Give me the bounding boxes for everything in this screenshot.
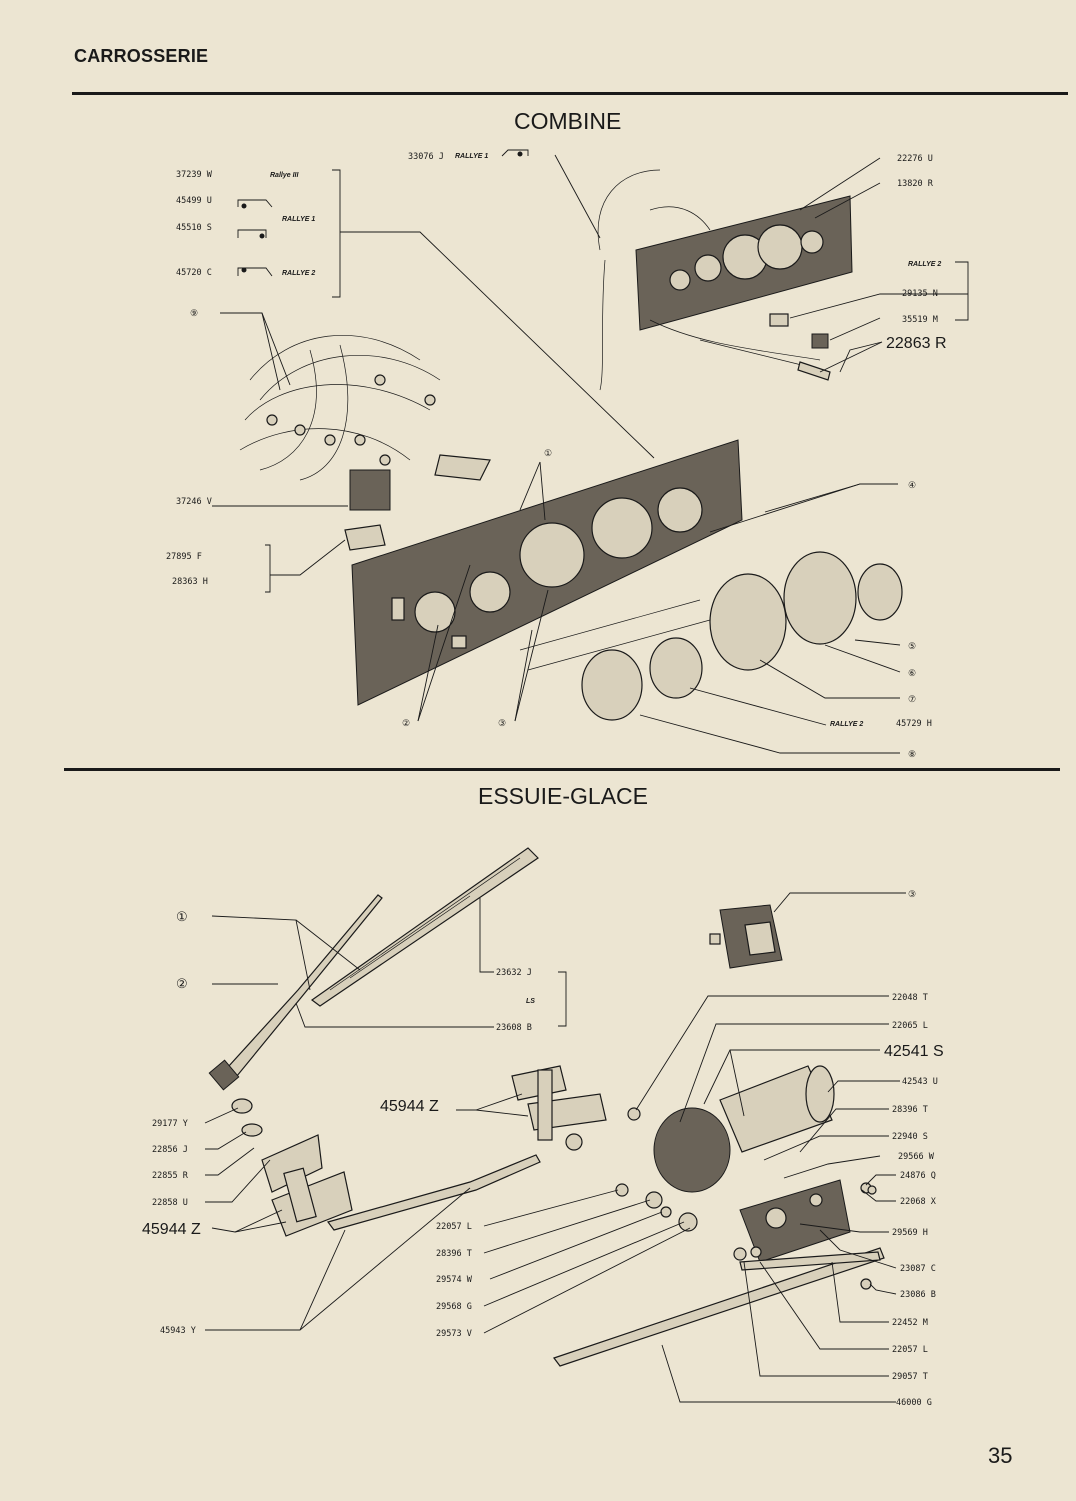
label-29135: 29135 N <box>902 289 938 299</box>
crank-rod <box>553 1247 885 1367</box>
label-45943: 45943 Y <box>160 1326 196 1336</box>
label-22048: 22048 T <box>892 993 928 1003</box>
callout-2: ② <box>402 718 410 728</box>
label-22452: 22452 M <box>892 1318 928 1328</box>
tag-ls: LS <box>526 998 535 1005</box>
label-29566: 29566 W <box>898 1152 935 1162</box>
callout-4: ④ <box>908 480 916 490</box>
instrument-panel <box>351 439 743 706</box>
label-29177: 29177 Y <box>152 1119 188 1129</box>
tag-rallye2-b: RALLYE 2 <box>908 261 941 268</box>
spindle-right <box>511 1065 607 1151</box>
label-22858: 22858 U <box>152 1198 188 1208</box>
wiper-callout-1: ① <box>176 909 188 924</box>
label-22863: 22863 R <box>886 335 947 352</box>
wiper-callout-3: ③ <box>908 889 916 899</box>
label-37239: 37239 W <box>176 170 213 180</box>
tag-rallye2-c: RALLYE 2 <box>830 721 863 728</box>
wiper-callout-2: ② <box>176 976 188 991</box>
label-24876: 24876 Q <box>900 1171 936 1181</box>
callout-3: ③ <box>498 718 506 728</box>
combine-title: COMBINE <box>514 108 622 134</box>
label-22057b: 22057 L <box>436 1222 472 1232</box>
label-29569: 29569 H <box>892 1228 928 1238</box>
label-45729: 45729 H <box>896 719 932 729</box>
label-23087: 23087 C <box>900 1264 936 1274</box>
label-22855: 22855 R <box>152 1171 189 1181</box>
label-22940: 22940 S <box>892 1132 928 1142</box>
wiper-labels: ① ② ③ 23632 J LS 23608 B 22048 T 22065 L… <box>142 889 944 1408</box>
label-29568: 29568 G <box>436 1302 472 1312</box>
spindle-left <box>231 1098 353 1237</box>
label-37246: 37246 V <box>176 497 212 507</box>
tag-rallye1-b: RALLYE 1 <box>282 216 315 223</box>
label-27895: 27895 F <box>166 552 202 562</box>
label-45944a: 45944 Z <box>142 1221 201 1238</box>
section-divider <box>64 768 1060 771</box>
label-28396a: 28396 T <box>892 1105 928 1115</box>
wiper-switch <box>709 904 783 969</box>
wiper-motor <box>627 1065 835 1193</box>
combine-leaders <box>212 154 969 754</box>
essuie-title: ESSUIE-GLACE <box>478 783 648 809</box>
callout-5: ⑤ <box>908 641 916 651</box>
motor-bracket <box>739 1179 872 1263</box>
switch-icons <box>237 149 529 277</box>
label-33076: 33076 J <box>408 152 444 162</box>
label-22057a: 22057 L <box>892 1345 928 1355</box>
callout-9: ⑨ <box>190 308 198 318</box>
wiring-harness <box>239 335 491 551</box>
tag-rallye2-a: RALLYE 2 <box>282 270 315 277</box>
label-22276: 22276 U <box>897 154 933 164</box>
combine-diagram <box>237 149 903 721</box>
label-13820: 13820 R <box>897 179 934 189</box>
label-46000: 46000 G <box>896 1398 932 1408</box>
label-23086: 23086 B <box>900 1290 936 1300</box>
dashboard-inset <box>597 169 853 391</box>
label-35519: 35519 M <box>902 315 938 325</box>
label-22856: 22856 J <box>152 1145 188 1155</box>
linkage-rod <box>326 1154 541 1231</box>
label-45944b: 45944 Z <box>380 1098 439 1115</box>
label-28396b: 28396 T <box>436 1249 472 1259</box>
label-45499: 45499 U <box>176 196 212 206</box>
tag-rallye1-a: RALLYE 1 <box>455 153 488 160</box>
label-23632: 23632 J <box>496 968 532 978</box>
label-42543: 42543 U <box>902 1077 938 1087</box>
page-number: 35 <box>988 1443 1013 1468</box>
label-29574: 29574 W <box>436 1275 473 1285</box>
callout-7: ⑦ <box>908 694 916 704</box>
section-header: CARROSSERIE <box>74 46 209 66</box>
gauges <box>519 551 903 721</box>
label-28363: 28363 H <box>172 577 208 587</box>
label-22065: 22065 L <box>892 1021 928 1031</box>
tag-rallye3: Rallye III <box>270 172 299 179</box>
label-29573: 29573 V <box>436 1329 472 1339</box>
label-22068: 22068 X <box>900 1197 937 1207</box>
label-29057: 29057 T <box>892 1372 928 1382</box>
combine-labels: 33076 J RALLYE 1 37239 W Rallye III 4549… <box>166 152 947 759</box>
header-rule <box>72 92 1068 95</box>
label-23608: 23608 B <box>496 1023 532 1033</box>
wiper-diagram <box>208 847 885 1367</box>
callout-6: ⑥ <box>908 668 916 678</box>
wiper-leaders <box>204 892 906 1403</box>
callout-1: ① <box>544 448 552 458</box>
label-45720: 45720 C <box>176 268 212 278</box>
label-45510: 45510 S <box>176 223 212 233</box>
callout-8: ⑧ <box>908 749 916 759</box>
label-42541: 42541 S <box>884 1043 944 1060</box>
